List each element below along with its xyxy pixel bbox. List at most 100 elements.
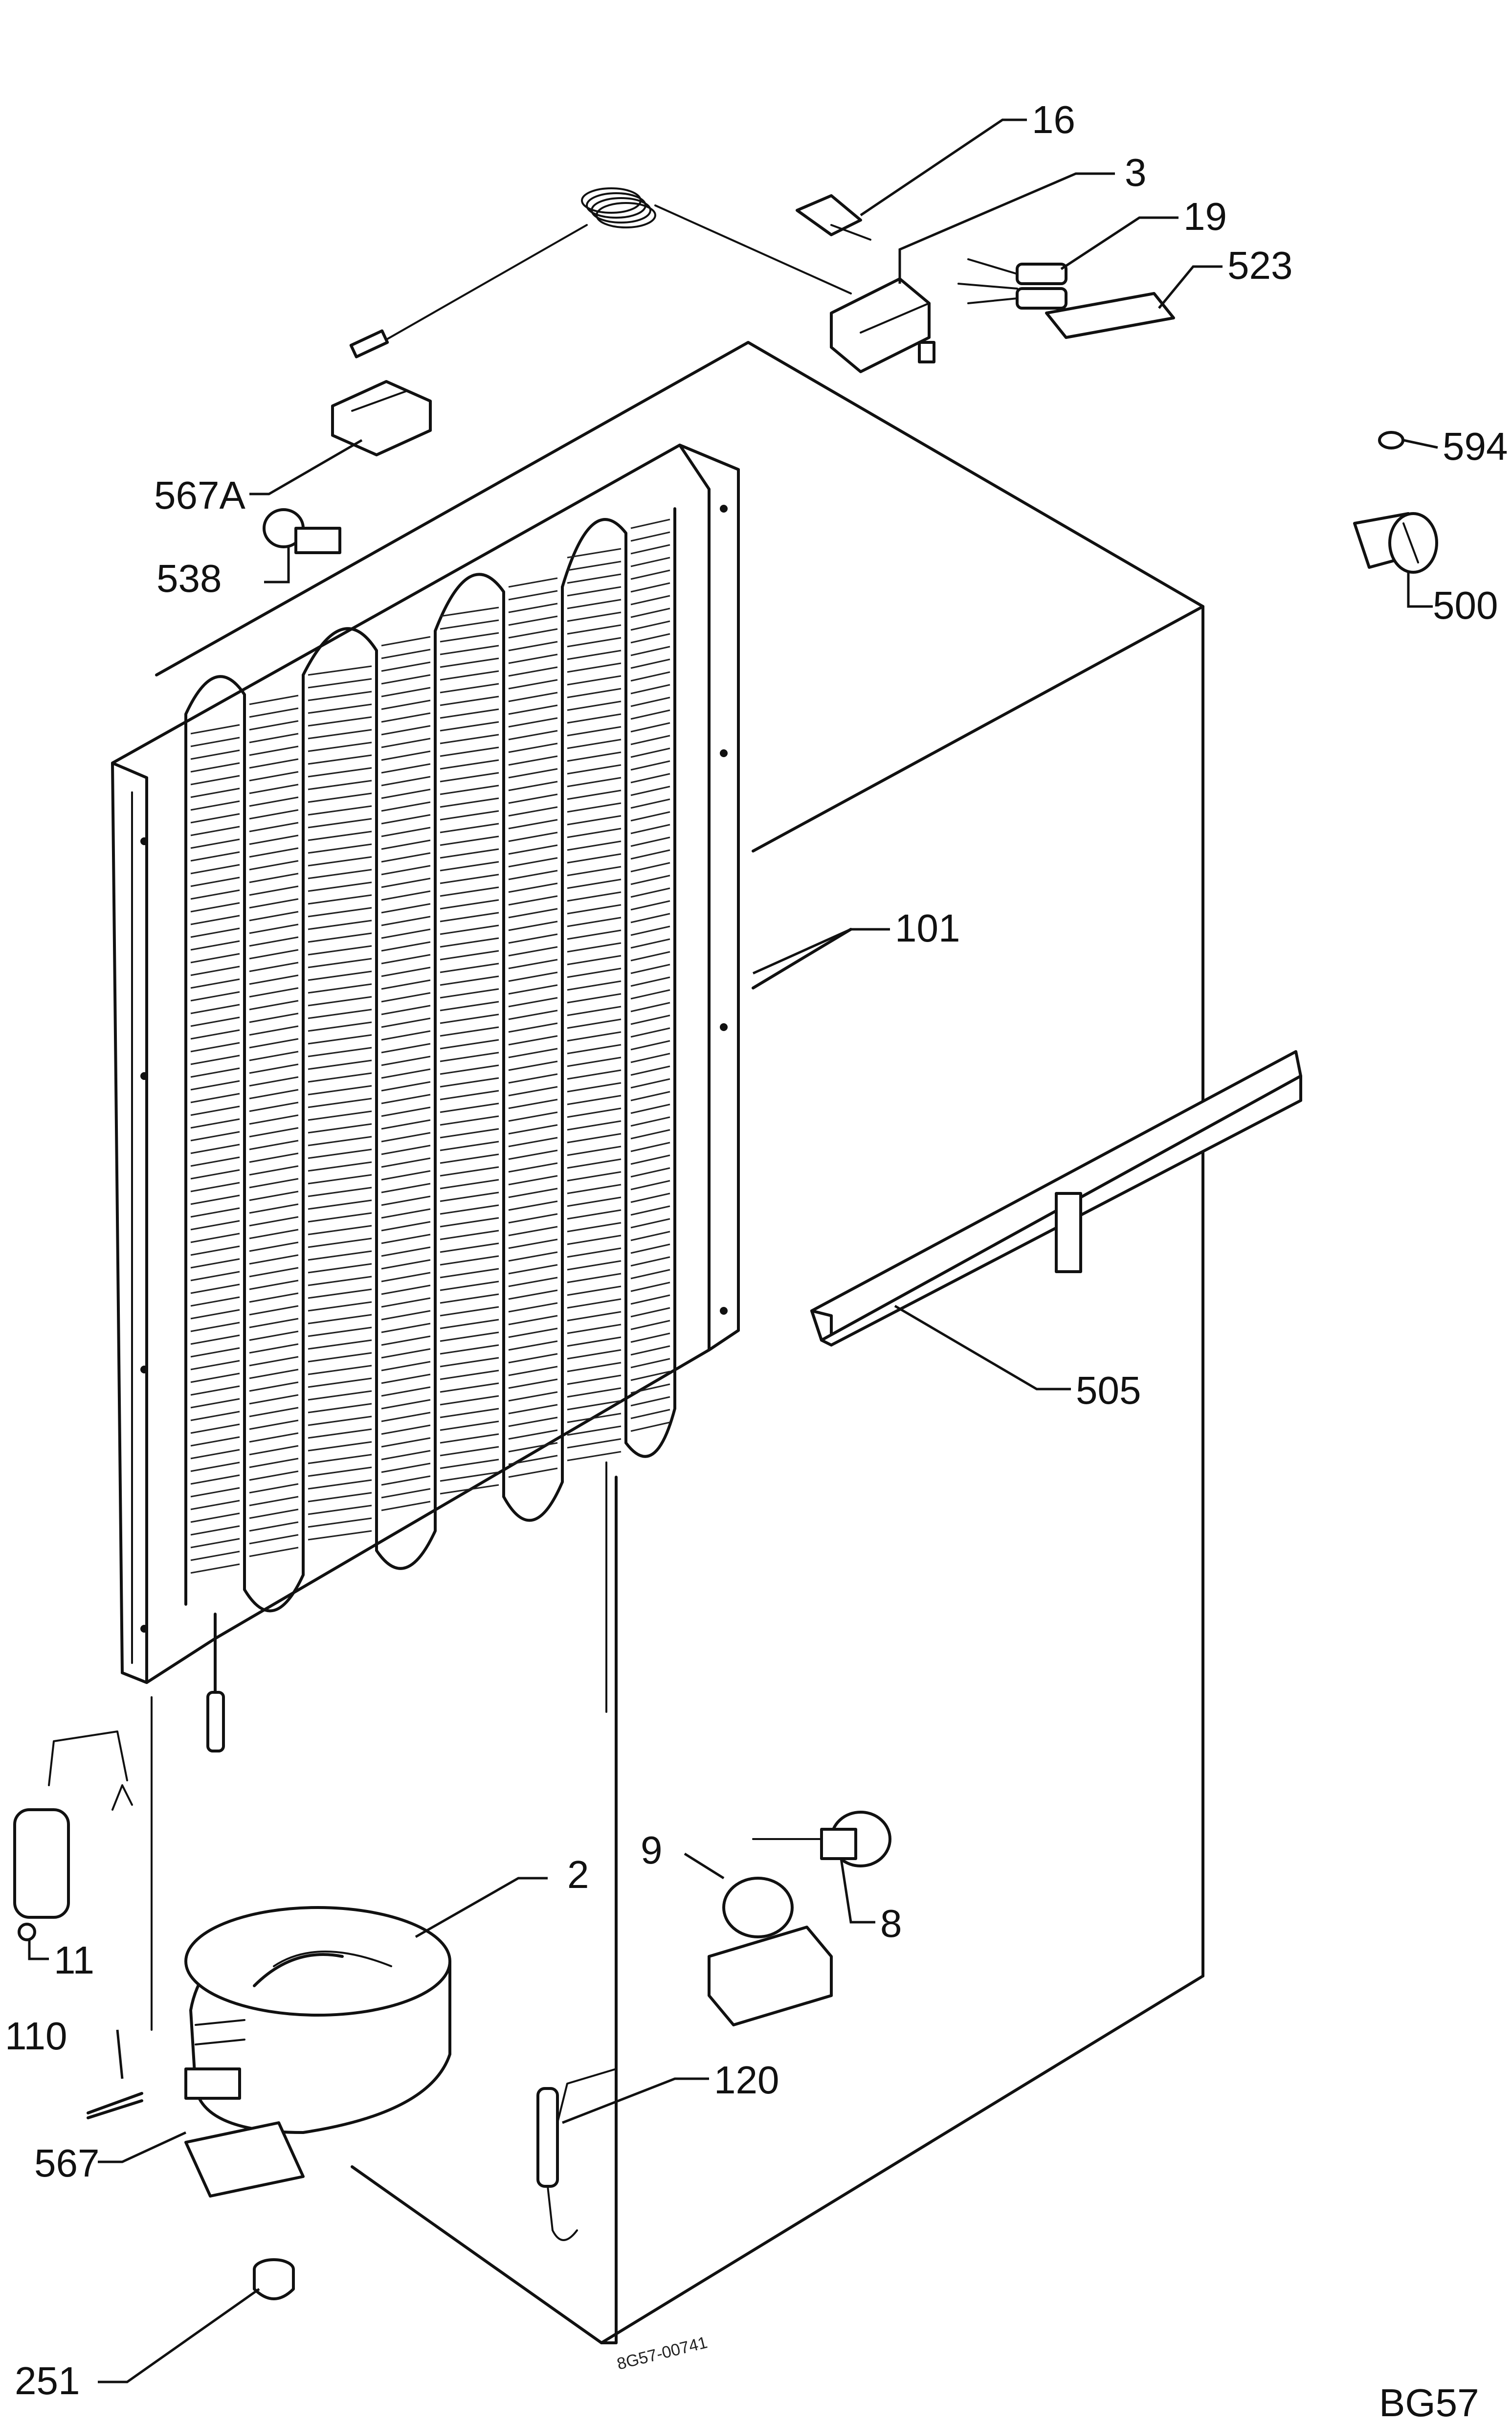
fin-line [190, 1512, 240, 1523]
fin-line [440, 924, 499, 935]
fin-line [508, 984, 558, 995]
fin-line [567, 1222, 622, 1233]
fin-line [440, 1255, 499, 1266]
fin-line [567, 688, 622, 698]
fin-line [381, 865, 431, 876]
fin-line [249, 1216, 299, 1227]
fin-line [190, 1271, 240, 1281]
fin-line [308, 754, 372, 765]
fin-line [508, 1404, 558, 1415]
fin-line [308, 1085, 372, 1096]
fin-line [567, 675, 622, 686]
fin-line [567, 1095, 622, 1105]
fin-line [440, 1179, 499, 1190]
relay-part-9 [708, 1877, 833, 2026]
fin-line [567, 764, 622, 775]
fin-line [567, 1273, 622, 1283]
fin-line [190, 813, 240, 824]
fin-line [190, 1245, 240, 1256]
fin-line [630, 875, 670, 885]
fin-line [249, 1000, 299, 1010]
fin-line [308, 1492, 372, 1503]
fin-line [440, 1408, 499, 1418]
fin-line [440, 1471, 499, 1482]
fin-line [249, 923, 299, 934]
fin-line [440, 1090, 499, 1100]
callout-251: 251 [15, 2359, 80, 2403]
fin-line [567, 726, 622, 737]
callout-8: 8 [880, 1902, 902, 1945]
fin-line [567, 866, 622, 876]
fin-line [381, 636, 431, 647]
fin-line [308, 1199, 372, 1210]
fin-line [630, 1040, 670, 1051]
fin-line [567, 853, 622, 864]
fin-line [508, 1213, 558, 1224]
fin-line [567, 1006, 622, 1016]
fin-line [630, 684, 670, 695]
fin-line [567, 942, 622, 953]
fin-line [381, 1412, 431, 1422]
fin-line [190, 915, 240, 925]
fin-line [308, 1136, 372, 1146]
fin-line [440, 1331, 499, 1342]
fin-line [190, 1258, 240, 1269]
fin-line [308, 741, 372, 752]
fin-line [440, 734, 499, 744]
fin-line [381, 699, 431, 710]
fin-line [190, 1105, 240, 1116]
fin-line [508, 1060, 558, 1071]
fin-line [190, 1156, 240, 1167]
fin-line [190, 1042, 240, 1053]
callout-505: 505 [1076, 1369, 1141, 1412]
fin-line [190, 1449, 240, 1459]
fin-line [249, 1508, 299, 1519]
fin-line [308, 1225, 372, 1235]
fin-line [440, 912, 499, 922]
fin-line [630, 1014, 670, 1025]
condenser [111, 444, 740, 1752]
fin-line [308, 856, 372, 867]
fin-line [508, 781, 558, 791]
fin-line [249, 885, 299, 896]
fin-line [630, 798, 670, 809]
fin-line [508, 1162, 558, 1173]
fin-line [630, 938, 670, 949]
fin-line [630, 735, 670, 745]
fin-line [381, 801, 431, 812]
fin-line [567, 561, 622, 571]
fin-line [381, 1221, 431, 1232]
fin-line [567, 1184, 622, 1194]
fin-line [630, 544, 670, 555]
fin-line [567, 1336, 622, 1347]
fin-line [308, 1517, 372, 1528]
fin-line [381, 941, 431, 952]
fin-line [440, 1459, 499, 1469]
fin-line [190, 838, 240, 849]
fin-line [249, 1241, 299, 1252]
fin-line [190, 953, 240, 964]
fin-line [249, 1165, 299, 1176]
fin-line [249, 1432, 299, 1443]
fin-line [308, 970, 372, 981]
fin-line [308, 1250, 372, 1261]
fin-line [249, 898, 299, 909]
fin-line [508, 1226, 558, 1236]
fin-line [440, 874, 499, 884]
cabinet-body [151, 341, 1204, 2344]
fin-line [630, 620, 670, 631]
thermostat-knob-part-16 [796, 194, 871, 241]
fin-line [508, 844, 558, 855]
fin-line [630, 531, 670, 542]
callout-labels: 16 3 19 523 594 567A 538 500 101 505 9 8… [5, 98, 1508, 2403]
fin-line [567, 815, 622, 826]
thermostat-capillary [349, 187, 852, 359]
fin-line [440, 810, 499, 821]
fin-line [567, 1324, 622, 1334]
fin-line [308, 1237, 372, 1248]
fin-line [381, 712, 431, 723]
fin-line [508, 882, 558, 893]
fin-line [630, 964, 670, 974]
fin-line [440, 1153, 499, 1164]
fin-line [508, 793, 558, 804]
